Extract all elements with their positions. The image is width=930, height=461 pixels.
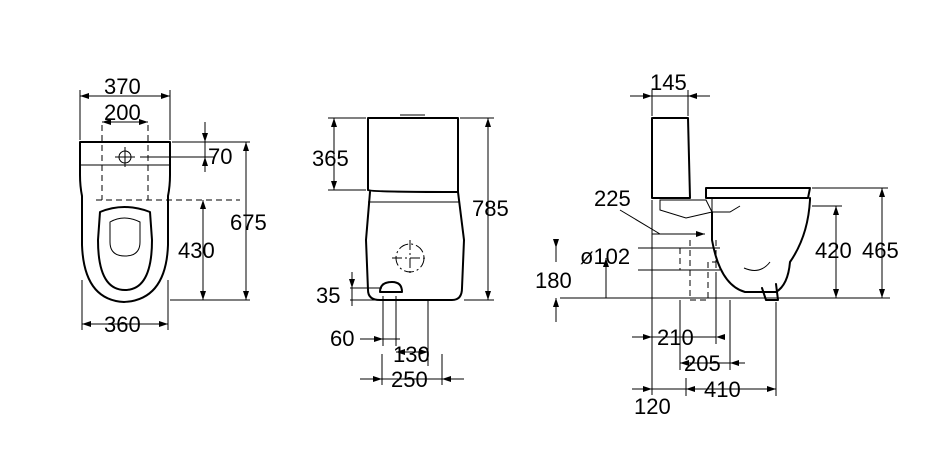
- arrowhead: [696, 231, 705, 237]
- side-outlet-center-label: 205: [684, 351, 721, 376]
- arrowhead: [553, 239, 559, 248]
- arrowhead: [80, 93, 89, 99]
- arrowhead: [161, 93, 170, 99]
- side-outlet: [689, 240, 717, 301]
- top-base-width-label: 360: [104, 312, 141, 337]
- side-wall-clearance-label: 120: [634, 394, 671, 419]
- front-pan: [365, 191, 465, 301]
- water-inlet-valve: [379, 281, 403, 293]
- top-width-label: 370: [104, 74, 141, 99]
- side-seat-lid: [705, 187, 811, 199]
- arrowhead: [373, 376, 382, 382]
- arrowhead: [243, 291, 249, 300]
- arrowhead: [331, 118, 337, 127]
- dim-leader: [619, 209, 661, 235]
- side-projection-label: 410: [704, 377, 741, 402]
- arrowhead: [200, 291, 206, 300]
- arrowhead: [686, 386, 695, 392]
- arrowhead: [82, 321, 91, 327]
- arrowhead: [442, 376, 451, 382]
- arrowhead: [603, 258, 609, 267]
- arrowhead: [833, 289, 839, 298]
- arrowhead: [553, 298, 559, 307]
- side-outlet-from-wall-label: 210: [657, 325, 694, 350]
- arrowhead: [688, 93, 697, 99]
- arrowhead: [102, 119, 111, 125]
- arrowhead: [730, 360, 739, 366]
- front-cistern-height-label: 365: [312, 146, 349, 171]
- side-foot: [761, 283, 779, 301]
- arrowhead: [485, 291, 491, 300]
- side-bowl: [711, 197, 811, 293]
- front-inlet-offset-label: 60: [330, 326, 354, 351]
- arrowhead: [716, 334, 725, 340]
- side-cistern: [651, 117, 691, 199]
- front-cistern: [367, 117, 459, 193]
- arrowhead: [879, 188, 885, 197]
- arrowhead: [643, 93, 652, 99]
- arrowhead: [643, 334, 652, 340]
- arrowhead: [202, 133, 208, 142]
- arrowhead: [419, 349, 428, 355]
- top-fixing-offset-label: 70: [208, 144, 232, 169]
- arrowhead: [202, 157, 208, 166]
- arrowhead: [374, 336, 383, 342]
- top-view: 370 200 70 675 430 360: [79, 74, 267, 337]
- front-view: 365 785 35 60 130 250: [312, 114, 509, 392]
- front-base-width-label: 250: [391, 367, 428, 392]
- side-hinge: [711, 198, 741, 213]
- arrowhead: [200, 200, 206, 209]
- top-depth-label: 675: [230, 210, 267, 235]
- arrowhead: [643, 386, 652, 392]
- side-rim-height-label: 465: [862, 238, 899, 263]
- top-view-bowl-inner: [109, 217, 141, 257]
- front-fixing-spacing-label: 130: [393, 342, 430, 367]
- top-view-bowl: [97, 206, 153, 291]
- top-depth-fixings-label: 430: [178, 238, 215, 263]
- side-outlet-height-label: 180: [535, 268, 572, 293]
- arrowhead: [139, 119, 148, 125]
- arrowhead: [485, 118, 491, 127]
- arrowhead: [680, 360, 689, 366]
- arrowhead: [833, 206, 839, 215]
- side-cistern-depth-label: 145: [650, 70, 687, 95]
- side-waste-depth-label: 225: [594, 186, 631, 211]
- side-trapway: [743, 261, 771, 271]
- arrowhead: [396, 349, 405, 355]
- arrowhead: [243, 142, 249, 151]
- arrowhead: [331, 181, 337, 190]
- side-view: 145 225 ø102 180 420 465 210: [535, 70, 899, 419]
- front-inlet-height-label: 35: [316, 283, 340, 308]
- arrowhead: [349, 279, 355, 288]
- side-outlet-spigot: [679, 247, 717, 271]
- arrowhead: [767, 386, 776, 392]
- front-total-height-label: 785: [472, 196, 509, 221]
- arrowhead: [159, 321, 168, 327]
- side-seat-height-label: 420: [815, 238, 852, 263]
- side-cistern-connector: [659, 199, 713, 219]
- top-view-outline: [79, 141, 171, 303]
- top-fixing-spacing-label: 200: [104, 100, 141, 125]
- arrowhead: [879, 289, 885, 298]
